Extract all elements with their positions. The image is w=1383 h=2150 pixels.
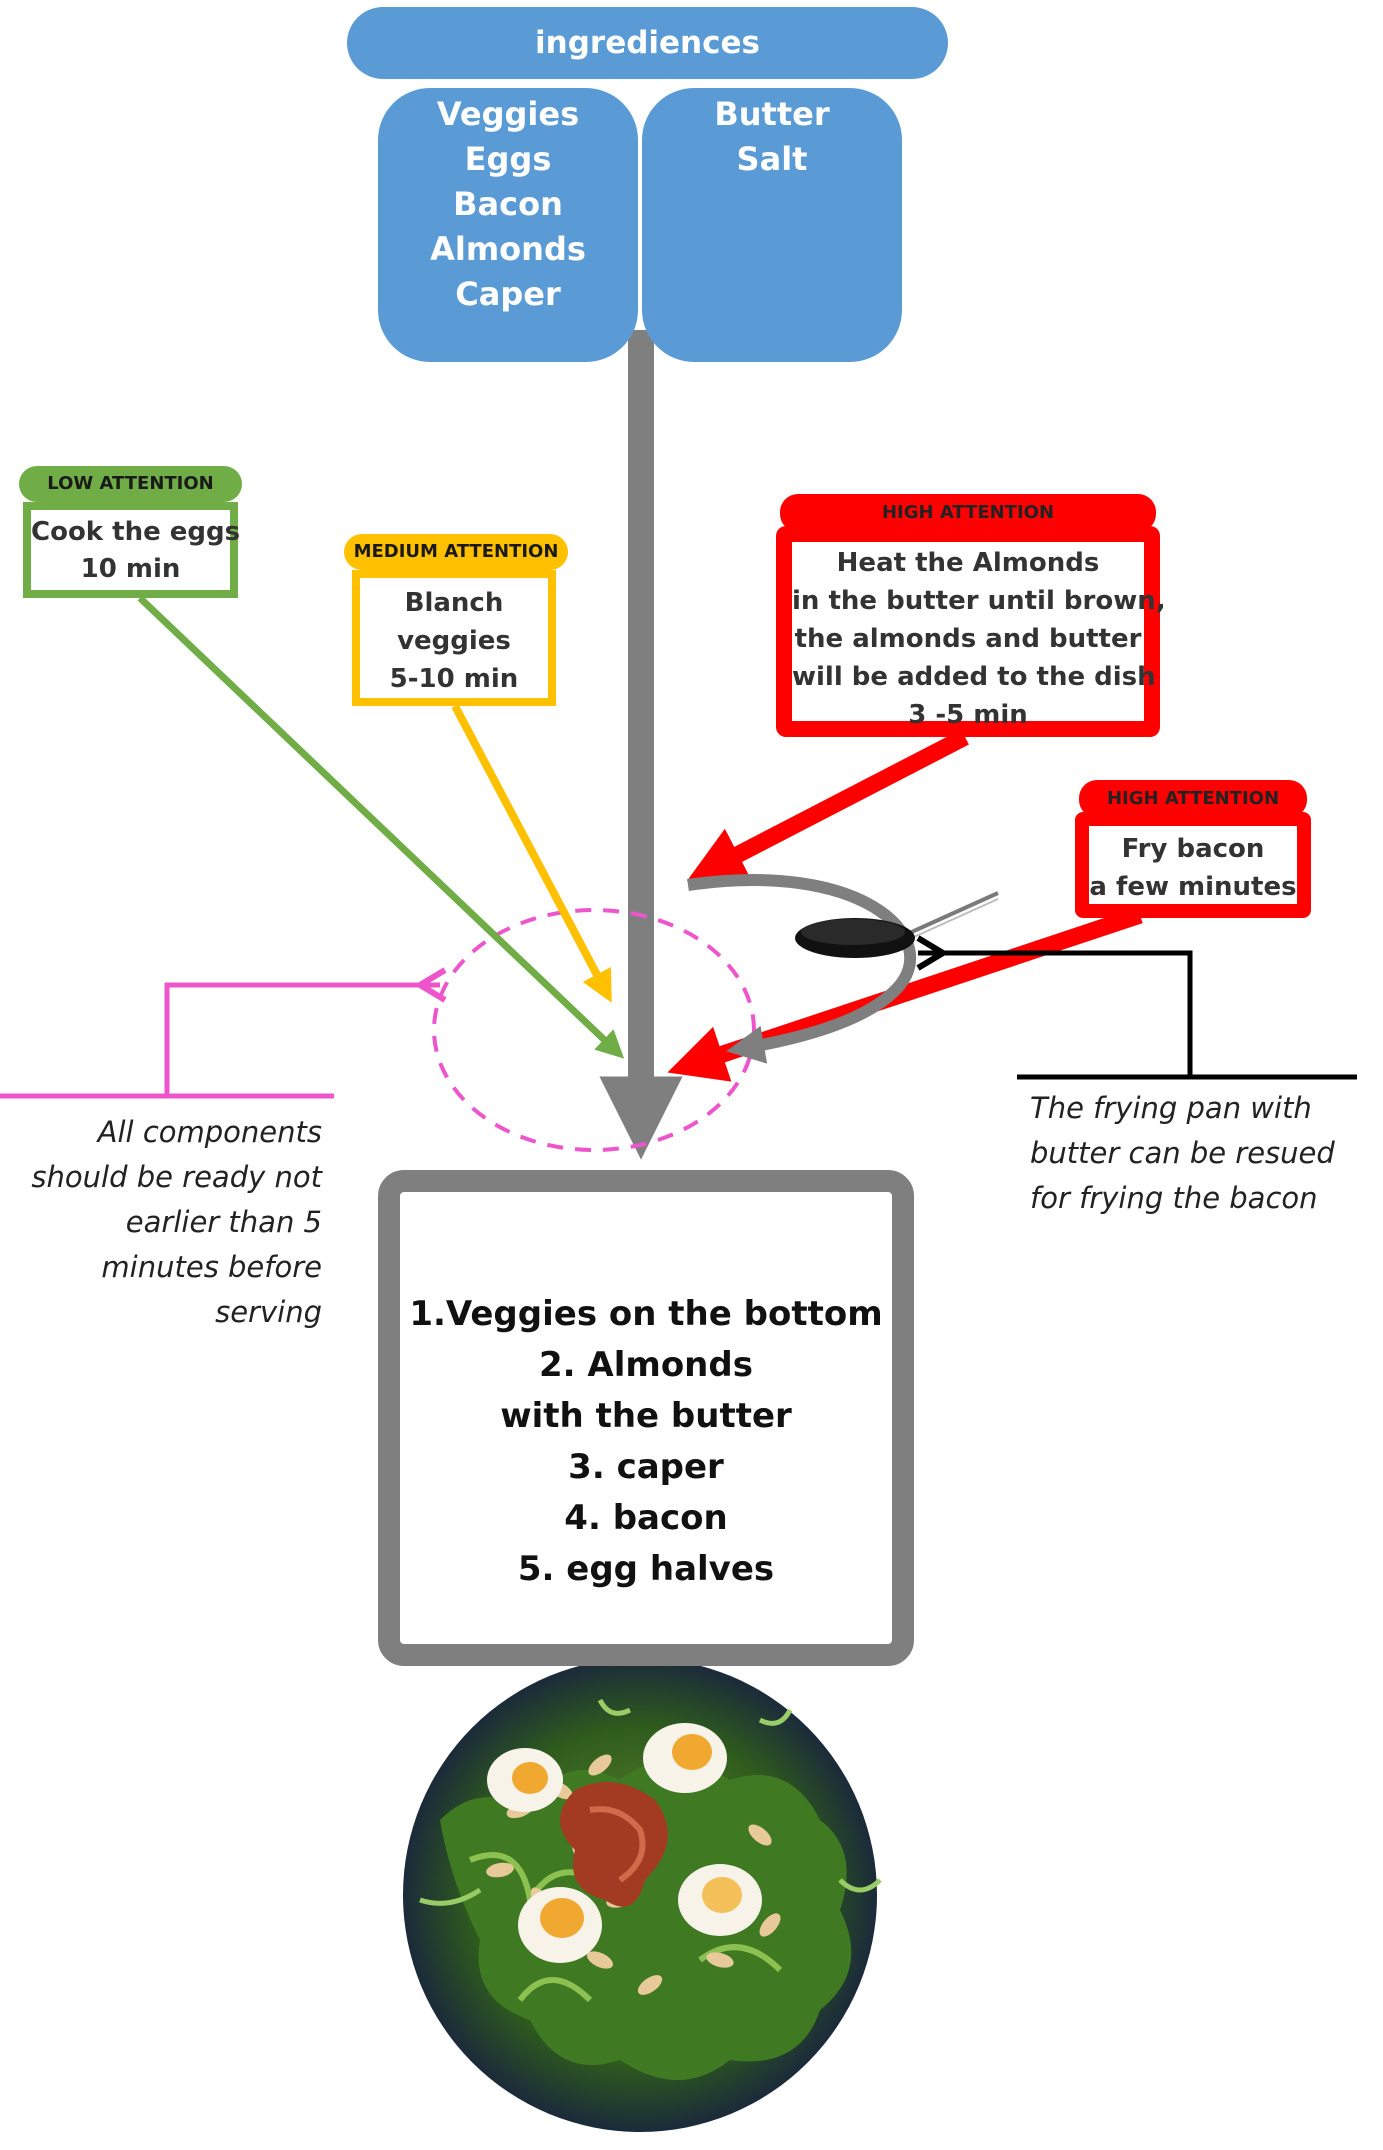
high-attention-tag-almonds: HIGH ATTENTION [780,494,1156,532]
note-line: All components [97,1115,322,1149]
step-line: will be added to the dish [792,662,1156,692]
assembly-step: 4. bacon [564,1498,728,1538]
step-line: in the butter until brown, [792,586,1166,616]
assembly-step: with the butter [500,1396,792,1436]
ingredient-item: Veggies [436,95,580,133]
assembly-steps: 1.Veggies on the bottom 2. Almonds with … [400,1289,892,1595]
ingredients-header: ingrediences [347,7,948,79]
ingredient-item: Bacon [453,185,563,223]
step-line: a few minutes [1089,872,1297,902]
pan-note-connector [918,953,1193,1077]
frying-pan-icon [795,891,999,958]
heat-almonds-step: Heat the Almonds in the butter until bro… [776,526,1166,737]
low-attention-tag: LOW ATTENTION [19,466,242,502]
step-line: 5-10 min [389,664,519,694]
ingredients-main-column: Veggies Eggs Bacon Almonds Caper [378,88,638,362]
cook-eggs-step: Cook the eggs 10 min [23,502,241,598]
note-line: minutes before [101,1250,322,1284]
step-line: 3 -5 min [908,700,1028,730]
step-line: 10 min [80,554,181,584]
note-line: for frying the bacon [1030,1181,1318,1215]
assembly-step: 3. caper [568,1447,724,1487]
timing-note: All components should be ready not earli… [20,1110,322,1335]
step-line: Blanch [404,588,504,618]
note-line: should be ready not [31,1160,322,1194]
almonds-arrow [686,729,969,881]
note-line: earlier than 5 [125,1205,322,1239]
ingredient-item: Butter [714,95,830,133]
eggs-arrow [137,595,625,1059]
step-line: veggies [397,626,511,656]
ingredient-item: Salt [736,140,808,178]
step-line: Cook the eggs [31,517,241,547]
assembly-instructions-box: 1.Veggies on the bottom 2. Almonds with … [378,1170,914,1666]
note-line: serving [215,1295,322,1329]
timing-note-connector [164,985,440,1096]
pan-reuse-note: The frying pan with butter can be resued… [1030,1086,1360,1221]
veggies-arrow [451,704,612,1003]
medium-attention-tag: MEDIUM ATTENTION [344,534,568,570]
note-line: butter can be resued [1030,1136,1335,1170]
assembly-step: 5. egg halves [517,1549,775,1589]
note-line: The frying pan with [1030,1091,1312,1125]
finished-dish-photo [403,1658,882,2132]
ingredient-item: Eggs [464,140,552,178]
blanch-veggies-step: Blanch veggies 5-10 min [352,570,556,706]
ingredient-item: Almonds [430,230,586,268]
high-attention-tag-bacon: HIGH ATTENTION [1079,780,1307,818]
step-line: Fry bacon [1121,834,1265,864]
assembly-step: 1.Veggies on the bottom [409,1294,883,1334]
step-line: the almonds and butter [794,624,1142,654]
ingredient-item: Caper [455,275,561,313]
ingredients-pantry-column: Butter Salt [642,88,902,362]
pan-reuse-arrow [687,874,917,1064]
assembly-step: 2. Almonds [539,1345,753,1385]
fry-bacon-step: Fry bacon a few minutes [1075,812,1311,918]
step-line: Heat the Almonds [836,548,1100,578]
